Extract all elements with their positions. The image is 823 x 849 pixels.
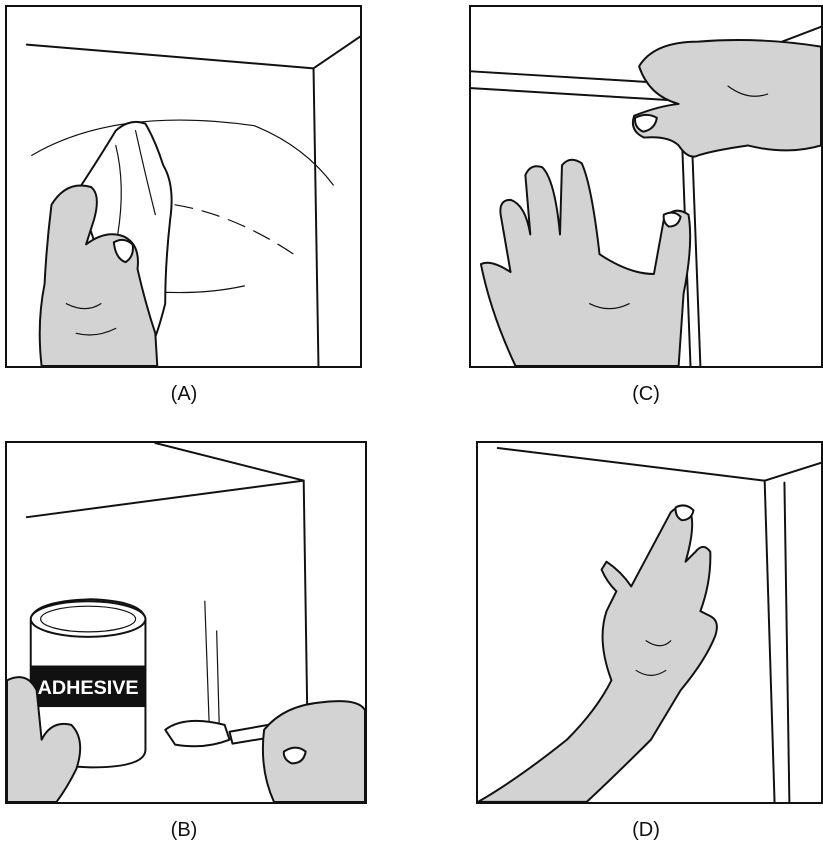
panel-b-illustration: ADHESIVE	[5, 441, 367, 804]
panel-d-caption: (D)	[606, 819, 686, 842]
panel-a-caption: (A)	[144, 383, 224, 406]
panel-c-illustration	[469, 5, 823, 368]
panel-d-illustration	[476, 441, 823, 804]
panel-c-caption: (C)	[606, 383, 686, 406]
wiping-surface-drawing	[7, 7, 360, 366]
panel-a-illustration	[5, 5, 362, 368]
panel-b-caption: (B)	[144, 819, 224, 842]
trimming-edge-drawing	[471, 7, 821, 366]
applying-adhesive-drawing: ADHESIVE	[7, 443, 365, 802]
can-label-text: ADHESIVE	[38, 677, 139, 699]
pressing-surface-drawing	[478, 443, 821, 802]
